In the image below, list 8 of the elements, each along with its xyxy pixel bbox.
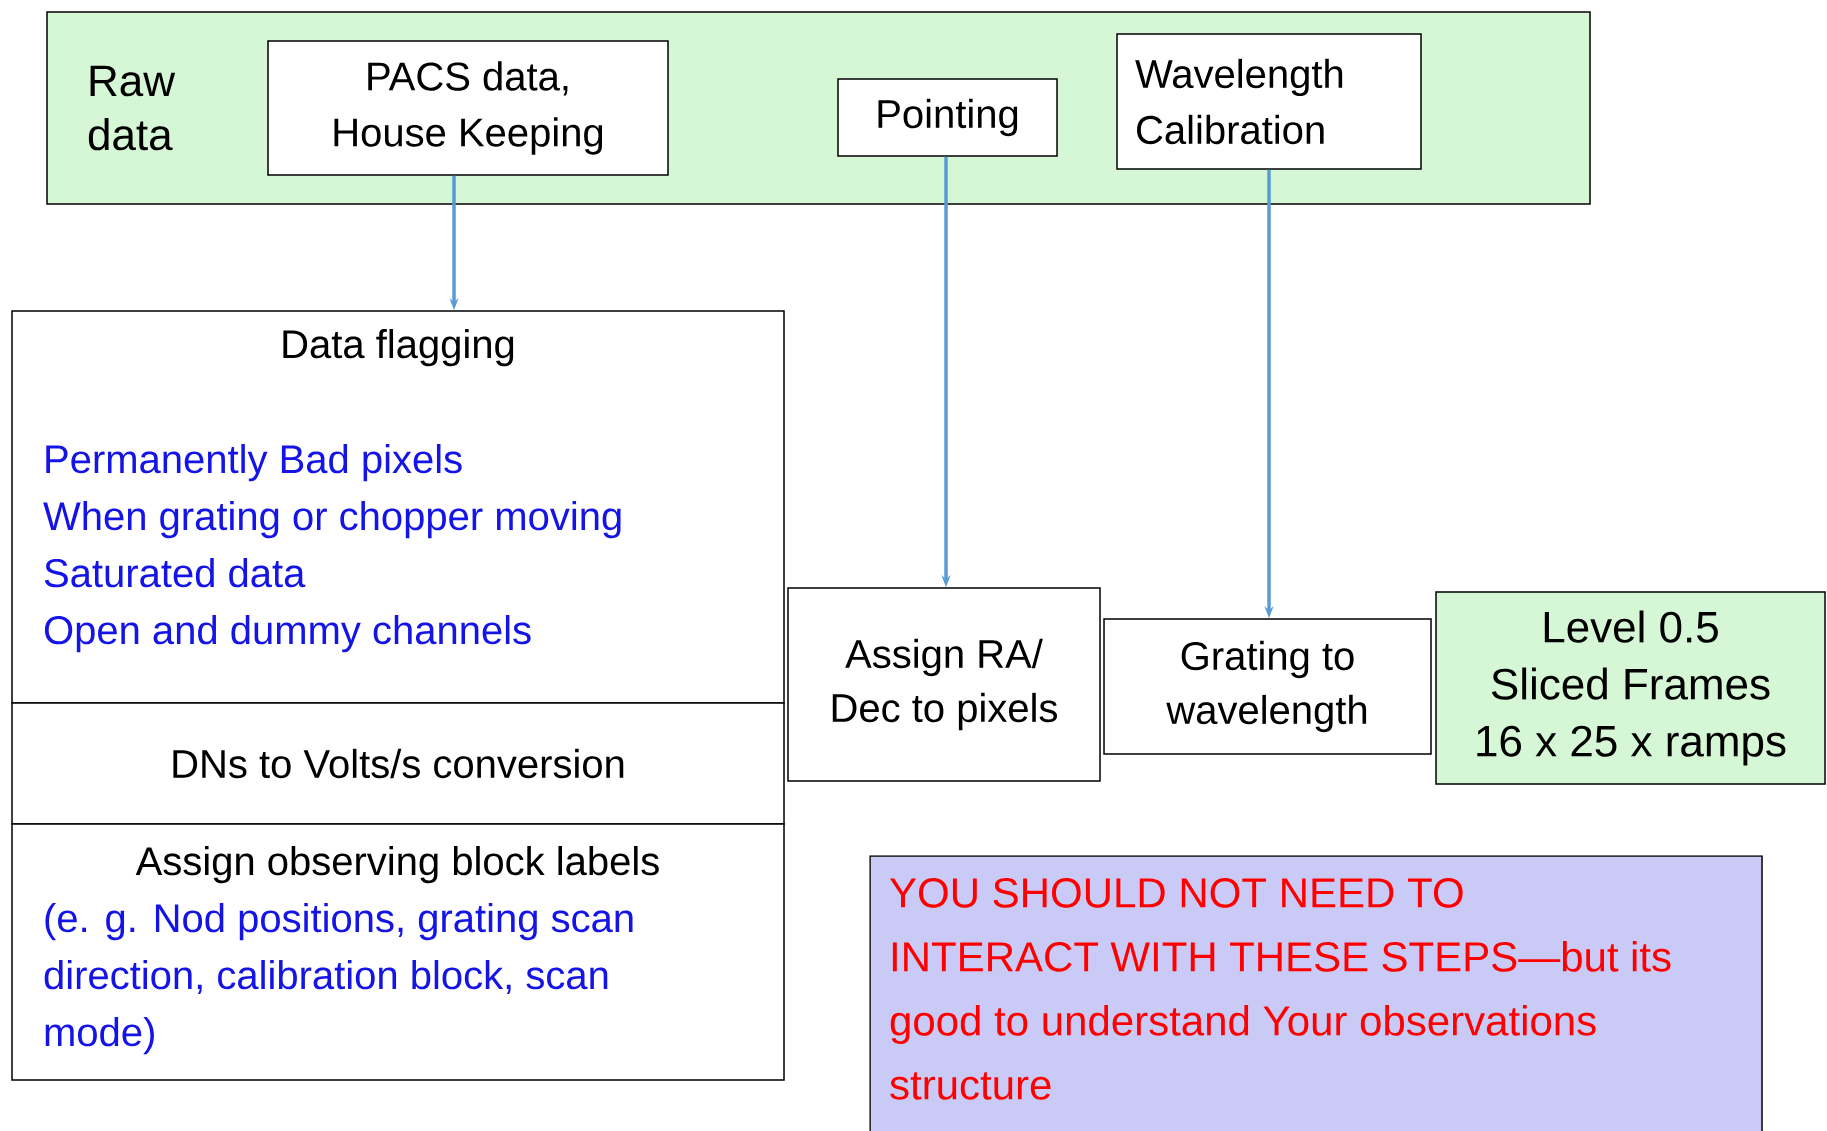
process-box: PACS data, House Keeping <box>267 40 669 176</box>
note-box: YOU SHOULD NOT NEED TO INTERACT WITH THESE STEPS—but its good to understand Your observations structure <box>869 855 1763 1131</box>
process-box: Wavelength Calibration <box>1116 33 1422 170</box>
process-box: Grating to wavelength <box>1103 618 1432 755</box>
process-box: Assign RA/ Dec to pixels <box>787 587 1101 782</box>
output-box: Level 0.5 Sliced Frames 16 x 25 x ramps <box>1435 591 1826 785</box>
process-box: Pointing <box>837 78 1058 157</box>
process-box: DNs to Volts/s conversion <box>11 702 785 825</box>
